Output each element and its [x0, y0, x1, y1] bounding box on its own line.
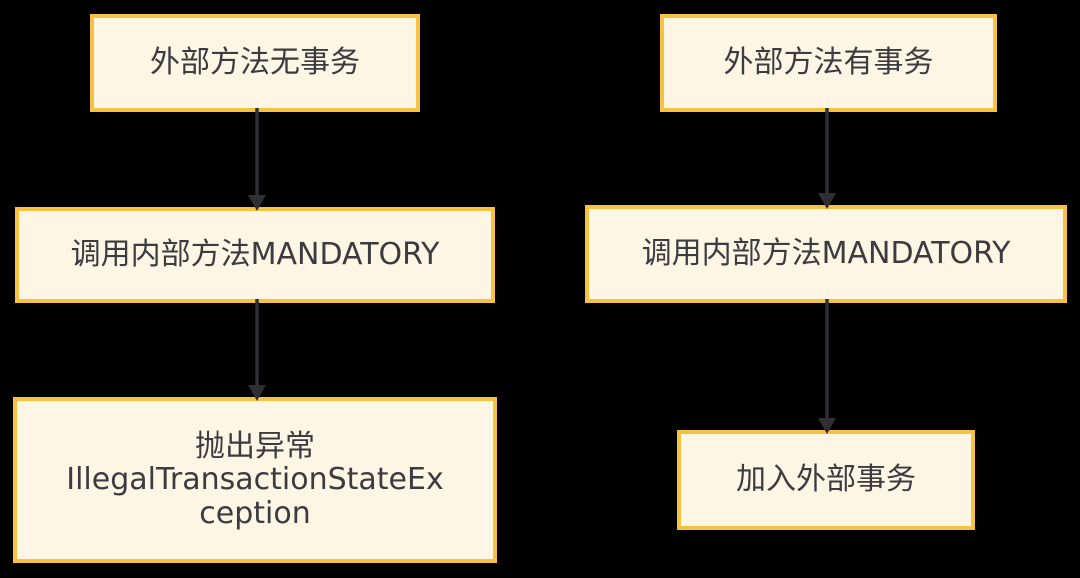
node-call-inner-method-mandatory-right: 调用内部方法MANDATORY [585, 205, 1067, 303]
node-label: 调用内部方法MANDATORY [641, 236, 1011, 272]
node-outer-method-has-transaction: 外部方法有事务 [660, 14, 997, 112]
arrow-down-icon [818, 299, 836, 434]
arrow-down-icon [248, 108, 266, 211]
node-outer-method-no-transaction: 外部方法无事务 [90, 14, 420, 112]
node-call-inner-method-mandatory-left: 调用内部方法MANDATORY [15, 207, 495, 303]
node-label: 外部方法无事务 [150, 45, 360, 81]
arrow-down-icon [248, 299, 266, 401]
node-label: 外部方法有事务 [723, 45, 934, 81]
node-label: 调用内部方法MANDATORY [70, 237, 440, 273]
node-throw-illegal-transaction-state-exception: 抛出异常 IllegalTransactionStateEx ception [13, 397, 497, 563]
node-label: 加入外部事务 [736, 462, 916, 498]
arrow-down-icon [818, 108, 836, 209]
node-label: 抛出异常 IllegalTransactionStateEx ception [66, 428, 444, 531]
node-join-outer-transaction: 加入外部事务 [677, 430, 975, 530]
